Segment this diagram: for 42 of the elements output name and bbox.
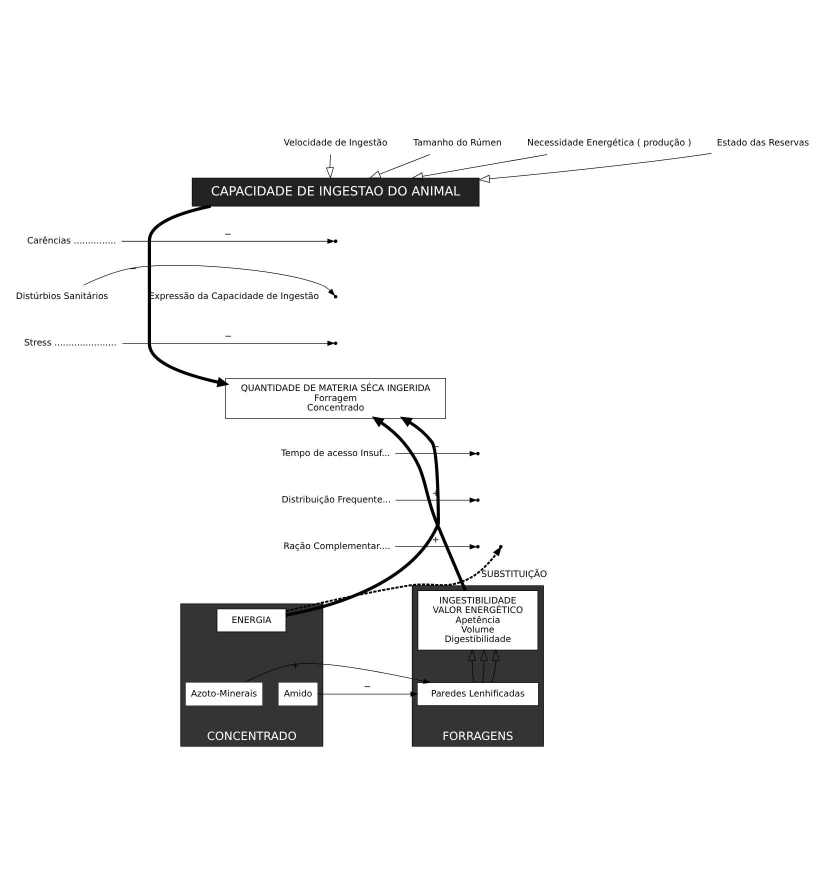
node-text: Tempo de acesso Insuf... xyxy=(281,448,390,458)
node-text: Distribuição Frequente... xyxy=(282,495,391,506)
arrow xyxy=(395,450,478,456)
arrow xyxy=(369,154,430,178)
edge-label: + xyxy=(292,661,300,672)
arrow xyxy=(480,648,488,682)
arrow xyxy=(83,264,336,296)
node-box: Amido xyxy=(278,682,318,706)
arrow xyxy=(317,690,418,696)
edge-label: − xyxy=(224,229,232,240)
arrow xyxy=(395,496,478,502)
node-box: INGESTIBILIDADE VALOR ENERGÉTICO Apetência Volume Digestibilidade xyxy=(418,590,538,650)
node-text: Estado das Reservas xyxy=(716,138,810,148)
arrow xyxy=(491,648,500,682)
edge-label: − xyxy=(130,264,138,274)
arrow xyxy=(244,662,431,684)
arrow xyxy=(372,416,467,591)
node-box: QUANTIDADE DE MATERIA SÉCA INGERIDA Forragem Concentrado xyxy=(225,378,446,418)
arrow xyxy=(394,544,478,549)
node-text: Distúrbios Sanitários xyxy=(16,292,108,302)
arrow xyxy=(326,154,334,178)
edge-label: + xyxy=(432,534,440,545)
node-box: Azoto-Minerais xyxy=(186,682,262,706)
node-box: CAPACIDADE DE INGESTAO DO ANIMAL xyxy=(192,177,480,206)
node-box: ENERGIA xyxy=(216,608,286,632)
arrow xyxy=(122,340,336,346)
arrow xyxy=(148,204,230,387)
node-text: Velocidade de Ingestão xyxy=(284,138,388,148)
node-text: Necessidade Energética ( produção ) xyxy=(527,138,692,148)
node-text: Ração Complementar.... xyxy=(283,542,390,552)
edge-label: SUBSTITUIÇÃO xyxy=(481,569,548,580)
arrow xyxy=(411,154,548,180)
node-text: Tamanho do Rúmen xyxy=(413,138,502,148)
edge-label: − xyxy=(364,682,372,692)
node-box: Paredes Lenhificadas xyxy=(416,682,539,706)
edge-label: − xyxy=(224,331,232,342)
arrow xyxy=(286,416,440,616)
arrow xyxy=(468,648,476,682)
arrow xyxy=(478,152,712,182)
node-text: Carências ............... xyxy=(27,236,116,246)
arrow xyxy=(121,238,336,244)
node-text: Stress ...................... xyxy=(24,338,117,348)
